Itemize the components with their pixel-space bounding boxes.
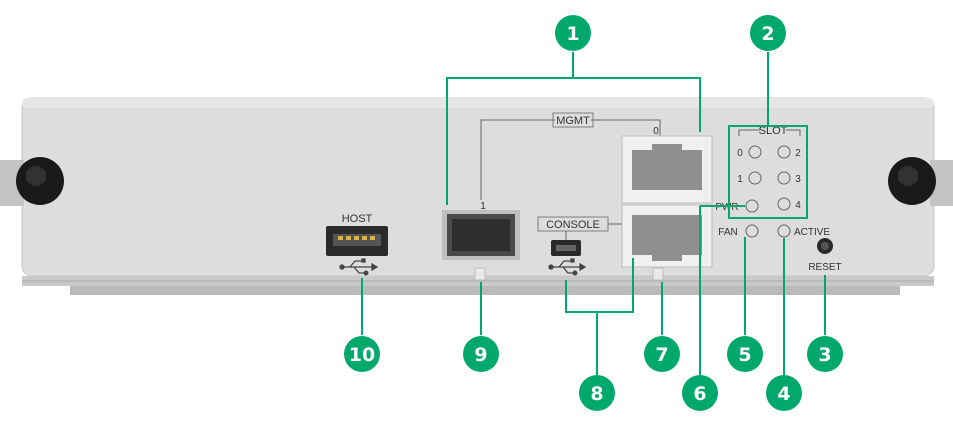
slot-1-label: 1: [737, 174, 743, 185]
rj45-port-0[interactable]: [621, 135, 713, 204]
slot-4-led: [777, 197, 791, 211]
callout-3: 3: [807, 336, 843, 372]
console-label: CONSOLE: [546, 219, 600, 231]
mgmt-port-0-label: 0: [653, 126, 659, 137]
callout-5-text: 5: [738, 344, 751, 366]
thumbscrew-left-icon[interactable]: [0, 157, 64, 206]
callout-4-text: 4: [777, 383, 790, 405]
slot-2-label: 2: [795, 148, 801, 159]
mgmt-bracket: [480, 119, 661, 200]
active-led: [777, 224, 791, 238]
callout-1-text: 1: [566, 23, 579, 45]
console-mini-usb-port[interactable]: [551, 240, 581, 256]
callout-1: 1: [555, 15, 591, 51]
slot-3-led: [777, 171, 791, 185]
slot-0-label: 0: [737, 148, 743, 159]
pwr-label: PWR: [715, 202, 738, 213]
fan-led: [745, 224, 759, 238]
callout-8: 8: [579, 375, 615, 411]
mgmt-port-1-label: 1: [480, 201, 486, 212]
sfp-port[interactable]: [442, 210, 520, 260]
callout-9-text: 9: [474, 344, 487, 366]
pwr-led: [745, 199, 759, 213]
callout-6: 6: [682, 375, 718, 411]
slot-4-label: 4: [795, 200, 801, 211]
callout-6-text: 6: [693, 383, 706, 405]
callout-2: 2: [750, 15, 786, 51]
reset-label: RESET: [808, 262, 841, 273]
slot-2-led: [777, 145, 791, 159]
console-usb-icon: [548, 258, 587, 276]
thumbscrew-right-icon[interactable]: [888, 157, 953, 206]
callout-3-text: 3: [818, 344, 831, 366]
fan-label: FAN: [718, 227, 737, 238]
slot-leds: [745, 145, 791, 238]
slot-1-led: [748, 171, 762, 185]
callout-10-text: 10: [349, 344, 375, 366]
sfp-status-led: [474, 267, 486, 281]
callout-2-text: 2: [761, 23, 774, 45]
active-label: ACTIVE: [794, 227, 830, 238]
usb-icon: [339, 258, 379, 276]
callout-9: 9: [463, 336, 499, 372]
slot-bracket: [738, 129, 801, 136]
front-panel: [21, 97, 935, 295]
callout-5: 5: [727, 336, 763, 372]
rj45-port-1[interactable]: [621, 204, 713, 268]
reset-button[interactable]: [817, 238, 833, 254]
slot-3-label: 3: [795, 174, 801, 185]
slot-label: SLOT: [759, 125, 788, 137]
slot-0-led: [748, 145, 762, 159]
callout-8-text: 8: [590, 383, 603, 405]
mgmt-label: MGMT: [556, 115, 590, 127]
callout-lines: [361, 52, 826, 375]
callout-7-text: 7: [655, 344, 668, 366]
host-label: HOST: [342, 213, 373, 225]
callout-4: 4: [766, 375, 802, 411]
callout-10: 10: [344, 336, 380, 372]
callout-7: 7: [644, 336, 680, 372]
mgmt-status-led: [652, 267, 664, 281]
usb-host-port[interactable]: [326, 226, 388, 256]
